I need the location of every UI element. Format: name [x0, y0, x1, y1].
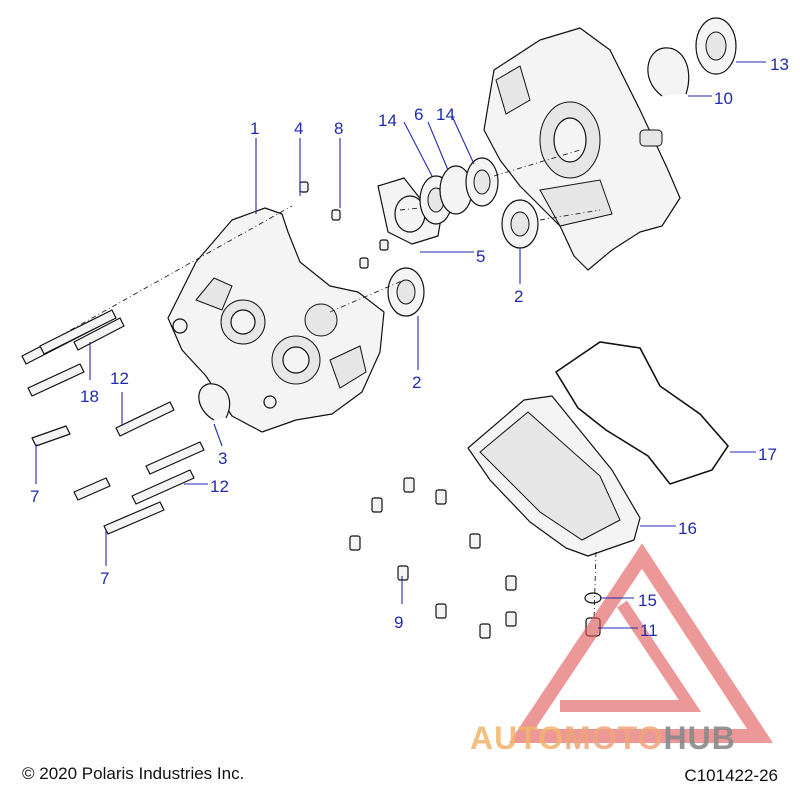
callout-8: 8: [334, 119, 343, 138]
bearing-right: [501, 199, 539, 249]
oil-seal: [695, 17, 737, 75]
callout-6: 6: [414, 105, 423, 124]
watermark-logo: [508, 543, 773, 743]
bolt-group-left: [21, 309, 205, 535]
drain-washer: [584, 592, 602, 604]
bearing-center-pair: [419, 157, 499, 225]
callout-14-left: 14: [378, 111, 397, 130]
gasket-plate: [377, 177, 441, 245]
callout-11: 11: [640, 621, 658, 640]
bearing-left: [387, 267, 425, 317]
watermark-text: AUTOMOTOHUB: [470, 720, 736, 757]
leader-lines: [35, 61, 766, 629]
crankcase-left-half: [167, 207, 385, 433]
watermark-word-moto: MOTO: [564, 720, 664, 756]
callout-4: 4: [294, 119, 303, 138]
callout-17: 17: [758, 445, 777, 464]
callout-15: 15: [638, 591, 657, 610]
diagram-code: C101422-26: [684, 766, 778, 785]
callout-7-upper: 7: [30, 487, 39, 506]
callout-13: 13: [770, 55, 789, 74]
callout-2-left: 2: [412, 373, 421, 392]
callout-12-upper: 12: [110, 369, 129, 388]
callout-18: 18: [80, 387, 99, 406]
crankcase-right-half: [483, 27, 681, 271]
callout-3: 3: [218, 449, 227, 468]
valve-cover-gasket: [554, 341, 730, 485]
callout-5: 5: [476, 247, 485, 266]
callout-2-right: 2: [514, 287, 523, 306]
oil-pan: [467, 395, 641, 557]
callout-7-lower: 7: [100, 569, 109, 588]
callout-1: 1: [250, 119, 259, 138]
callout-9: 9: [394, 613, 403, 632]
callout-16: 16: [678, 519, 697, 538]
circlip-upper: [647, 47, 690, 97]
watermark-word-auto: AUTO: [470, 720, 565, 756]
copyright-notice: © 2020 Polaris Industries Inc.: [22, 764, 245, 783]
callout-14-right: 14: [436, 105, 455, 124]
watermark-word-hub: HUB: [663, 720, 736, 756]
bolt-group-oil-pan: [299, 181, 517, 639]
callout-labels: 1 2 2 3 4 5 6 7 7 8 9 10 11 12 12 13 14 …: [30, 55, 789, 640]
callout-12-lower: 12: [210, 477, 229, 496]
callout-10: 10: [714, 89, 733, 108]
circlip-lower: [198, 383, 231, 421]
